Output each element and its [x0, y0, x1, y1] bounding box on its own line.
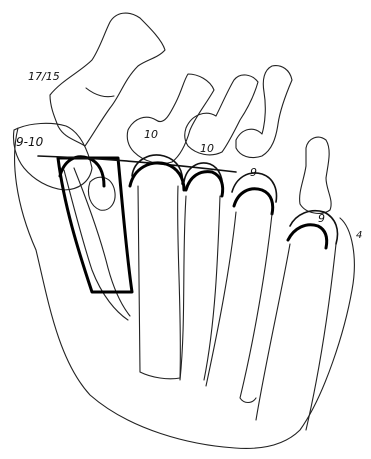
fourth-metatarsal-bold-arc [234, 189, 273, 214]
second-metatarsal-shaft-left [138, 186, 140, 372]
fifth-toe-phalanx [300, 137, 332, 213]
label-metatarsal-5: 9 [318, 212, 325, 225]
fourth-toe-phalanx [236, 66, 292, 158]
third-toe-phalanx [185, 75, 258, 155]
label-left: 9-10 [16, 135, 44, 149]
sesamoid-bone [88, 177, 115, 210]
third-metatarsal-shaft-right [204, 196, 220, 380]
hallux-joint-line [86, 88, 114, 97]
label-right-edge: 4 [356, 230, 362, 241]
label-top-left: 17/15 [28, 70, 60, 83]
fifth-metatarsal-shaft-right [306, 244, 336, 430]
fourth-metatarsal-shaft-right [240, 214, 272, 403]
second-metatarsal-base [140, 372, 180, 379]
fifth-metatarsal-shaft-left [256, 244, 290, 420]
third-metatarsal-bold-arc [186, 172, 223, 196]
fifth-metatarsal-bold-arc [288, 225, 327, 248]
third-metatarsal-shaft-left [180, 196, 186, 380]
label-metatarsal-2: 10 [144, 128, 158, 141]
second-metatarsal-shaft-right [178, 186, 181, 378]
fourth-metatarsal-shaft-left [206, 212, 236, 386]
label-metatarsal-4: 9 [250, 166, 257, 179]
label-metatarsal-3: 10 [200, 142, 214, 155]
